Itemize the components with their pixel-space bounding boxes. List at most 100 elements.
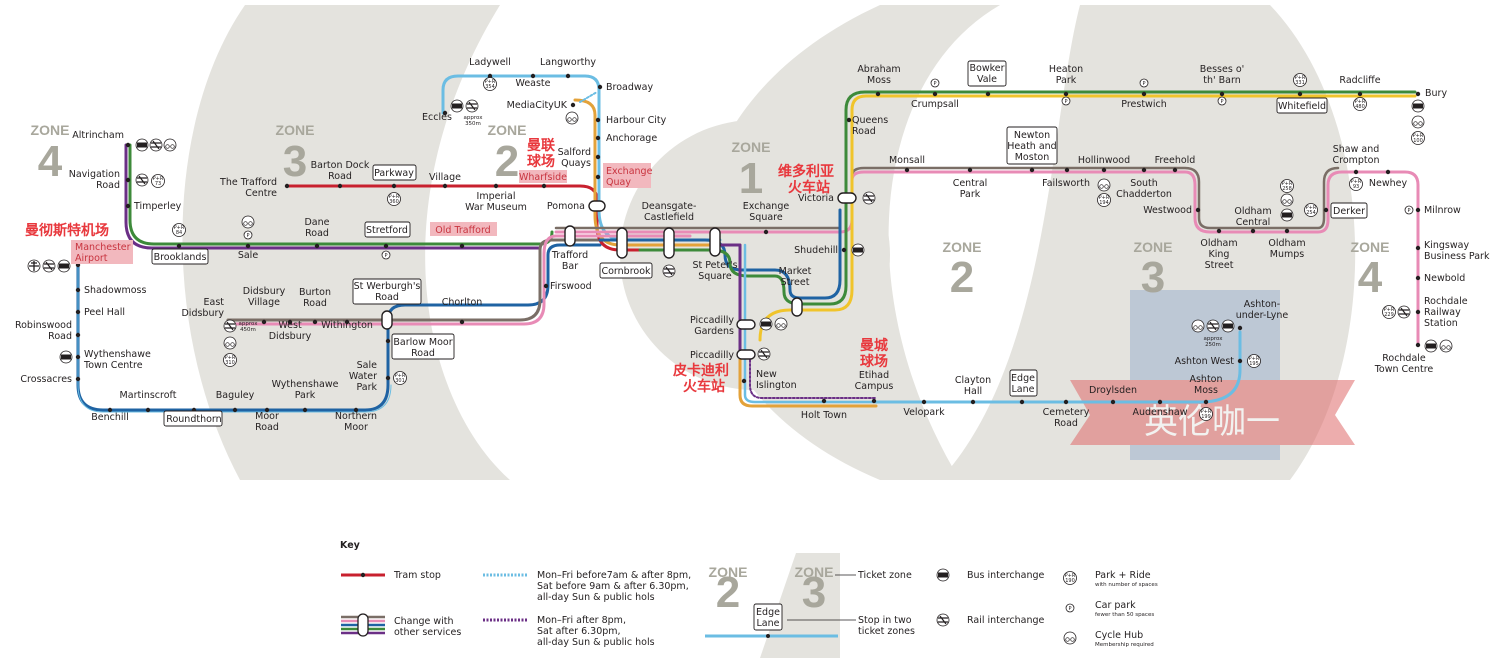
label-prestwich[interactable]: Prestwich bbox=[1121, 99, 1166, 110]
label-velopark[interactable]: Velopark bbox=[903, 407, 945, 418]
stop-clayton-hall[interactable] bbox=[970, 399, 976, 405]
label-dane-road-2[interactable]: Road bbox=[305, 228, 329, 239]
label-rochdale-rail-2[interactable]: Railway bbox=[1424, 307, 1461, 318]
label-barton-dock-2[interactable]: Road bbox=[328, 171, 352, 182]
label-peel-hall[interactable]: Peel Hall bbox=[84, 307, 125, 318]
label-broadway[interactable]: Broadway bbox=[606, 82, 653, 93]
label-newton-heath-2[interactable]: Heath and bbox=[1007, 141, 1056, 152]
stop-central-park[interactable] bbox=[967, 167, 973, 173]
label-sale-water-park-1[interactable]: Sale bbox=[357, 360, 377, 371]
label-chorlton[interactable]: Chorlton bbox=[442, 297, 483, 308]
stop-withington[interactable] bbox=[344, 319, 350, 325]
stop-wythenshawe-tc[interactable] bbox=[75, 354, 81, 360]
label-besses-1[interactable]: Besses o' bbox=[1200, 64, 1245, 75]
label-failsworth[interactable]: Failsworth bbox=[1042, 178, 1090, 189]
label-st-peters-1[interactable]: St Peter's bbox=[692, 260, 737, 271]
label-shaw-2[interactable]: Crompton bbox=[1333, 155, 1380, 166]
label-holt-town[interactable]: Holt Town bbox=[801, 410, 847, 421]
label-clayton-hall-1[interactable]: Clayton bbox=[955, 375, 991, 386]
label-robinswood-2[interactable]: Road bbox=[48, 331, 72, 342]
label-village[interactable]: Village bbox=[429, 172, 461, 183]
label-oldham-king-street-1[interactable]: Oldham bbox=[1200, 238, 1237, 249]
label-navigation-road-1[interactable]: Navigation bbox=[69, 169, 120, 180]
label-dane-road-1[interactable]: Dane bbox=[304, 217, 329, 228]
label-baguley[interactable]: Baguley bbox=[216, 390, 255, 401]
stop-village[interactable] bbox=[442, 183, 448, 189]
label-oldham-mumps-1[interactable]: Oldham bbox=[1268, 238, 1305, 249]
label-bowker-vale-2[interactable]: Vale bbox=[977, 74, 997, 85]
label-deansgate-2[interactable]: Castlefield bbox=[644, 212, 694, 223]
stop-altrincham[interactable] bbox=[125, 142, 131, 148]
label-shudehill[interactable]: Shudehill bbox=[794, 245, 838, 256]
label-trafford-bar-1[interactable]: Trafford bbox=[551, 250, 588, 261]
label-trafford-centre-2[interactable]: Centre bbox=[245, 188, 277, 199]
label-newhey[interactable]: Newhey bbox=[1369, 178, 1408, 189]
label-firswood[interactable]: Firswood bbox=[550, 281, 592, 292]
label-salford-quays-1[interactable]: Salford bbox=[558, 147, 591, 158]
label-droylsden[interactable]: Droylsden bbox=[1089, 385, 1137, 396]
stop-monsall[interactable] bbox=[904, 167, 910, 173]
stop-navigation-road[interactable] bbox=[125, 177, 131, 183]
label-exchange-quay-1[interactable]: Exchange bbox=[606, 166, 653, 177]
stop-trafford-centre[interactable] bbox=[284, 183, 290, 189]
stop-salford-quays[interactable] bbox=[595, 154, 601, 160]
stop-old-trafford[interactable] bbox=[459, 243, 465, 249]
label-iwm-2[interactable]: War Museum bbox=[465, 202, 527, 213]
label-oldham-central-2[interactable]: Central bbox=[1236, 217, 1271, 228]
stop-ashton-ul[interactable] bbox=[1237, 325, 1243, 331]
stop-heaton-park[interactable] bbox=[1063, 91, 1069, 97]
stop-broadway[interactable] bbox=[597, 84, 603, 90]
label-whitefield[interactable]: Whitefield bbox=[1278, 101, 1326, 112]
cornbrook-interchange[interactable] bbox=[616, 227, 628, 259]
stop-exchange-square[interactable] bbox=[763, 229, 769, 235]
label-wythenshawe-park-2[interactable]: Park bbox=[295, 390, 316, 401]
label-heaton-park-2[interactable]: Park bbox=[1056, 75, 1077, 86]
stop-milnrow[interactable] bbox=[1415, 207, 1421, 213]
stop-etihad[interactable] bbox=[871, 398, 877, 404]
stop-prestwich[interactable] bbox=[1141, 91, 1147, 97]
label-exchange-square-2[interactable]: Square bbox=[749, 212, 783, 223]
label-stretford[interactable]: Stretford bbox=[366, 225, 408, 236]
label-rochdale-rail-1[interactable]: Rochdale bbox=[1424, 296, 1468, 307]
label-timperley[interactable]: Timperley bbox=[133, 201, 182, 212]
label-bury[interactable]: Bury bbox=[1425, 88, 1447, 99]
label-milnrow[interactable]: Milnrow bbox=[1424, 205, 1461, 216]
label-piccadilly-gardens-1[interactable]: Piccadilly bbox=[690, 315, 734, 326]
label-market-street-1[interactable]: Market bbox=[779, 266, 812, 277]
label-shaw-1[interactable]: Shaw and bbox=[1333, 144, 1380, 155]
label-ashton-ul-2[interactable]: under-Lyne bbox=[1236, 310, 1289, 321]
label-crossacres[interactable]: Crossacres bbox=[20, 374, 72, 385]
label-cemetery-road-1[interactable]: Cemetery bbox=[1043, 407, 1090, 418]
label-ladywell[interactable]: Ladywell bbox=[469, 57, 511, 68]
label-deansgate-1[interactable]: Deansgate- bbox=[642, 201, 697, 212]
label-east-didsbury-1[interactable]: East bbox=[204, 297, 225, 308]
label-trafford-bar-2[interactable]: Bar bbox=[562, 261, 578, 272]
label-rochdale-tc-1[interactable]: Rochdale bbox=[1382, 353, 1426, 364]
label-moor-road-2[interactable]: Road bbox=[255, 422, 279, 433]
label-langworthy[interactable]: Langworthy bbox=[540, 57, 596, 68]
stop-crumpsall[interactable] bbox=[932, 91, 938, 97]
stop-shadowmoss[interactable] bbox=[75, 287, 81, 293]
piccadilly-interchange[interactable] bbox=[736, 349, 756, 360]
label-benchill[interactable]: Benchill bbox=[91, 412, 129, 423]
label-harbour-city[interactable]: Harbour City bbox=[606, 115, 667, 126]
label-etihad-1[interactable]: Etihad bbox=[859, 370, 889, 381]
stop-newton-heath[interactable] bbox=[1029, 167, 1035, 173]
label-new-islington-1[interactable]: New bbox=[756, 369, 777, 380]
label-victoria[interactable]: Victoria bbox=[798, 193, 834, 204]
label-eccles[interactable]: Eccles bbox=[422, 112, 452, 123]
label-trafford-centre-1[interactable]: The Trafford bbox=[219, 177, 277, 188]
label-weaste[interactable]: Weaste bbox=[515, 78, 550, 89]
stop-sale[interactable] bbox=[245, 243, 251, 249]
label-west-didsbury-2[interactable]: Didsbury bbox=[269, 331, 312, 342]
stop-rochdale-rail[interactable] bbox=[1415, 309, 1421, 315]
piccadilly-gardens-interchange[interactable] bbox=[736, 319, 756, 330]
label-derker[interactable]: Derker bbox=[1333, 206, 1365, 217]
label-didsbury-village-2[interactable]: Village bbox=[248, 297, 280, 308]
stop-audenshaw[interactable] bbox=[1157, 399, 1163, 405]
stop-chorlton[interactable] bbox=[459, 319, 465, 325]
label-altrincham[interactable]: Altrincham bbox=[72, 130, 124, 141]
label-sale-water-park-2[interactable]: Water bbox=[349, 371, 377, 382]
label-oldham-king-street-2[interactable]: King bbox=[1209, 249, 1230, 260]
label-robinswood-1[interactable]: Robinswood bbox=[15, 320, 72, 331]
